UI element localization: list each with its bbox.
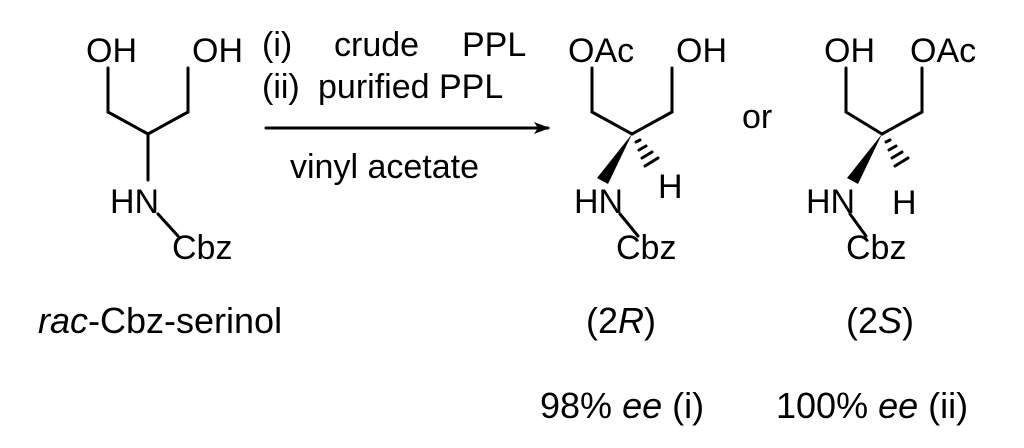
p2s-wedge-bond-ch-n [847, 134, 882, 184]
sm-nh-label: HN [110, 183, 159, 221]
p2s-bond-ch2-ch-left [844, 110, 884, 136]
product-2r-ee: 98% ee (i) [540, 385, 704, 426]
product-2r-structure: OAc OH HN H Cbz [568, 32, 727, 267]
reagent-step-i-enzyme: PPL [462, 26, 526, 64]
product-2s-structure: OH OAc HN H Cbz [806, 32, 976, 267]
p2r-cbz-label: Cbz [616, 229, 676, 267]
p2s-h-label: H [892, 184, 917, 222]
p2s-bond-n-cbz [848, 212, 868, 238]
product-2r-label: (2R) [586, 300, 656, 341]
p2r-wedge-bond-ch-n [597, 134, 632, 184]
reagent-step-ii-number: (ii) [262, 68, 300, 106]
p2s-oh-label: OH [824, 32, 875, 70]
p2s-bond-ch-ch2-right [880, 110, 924, 136]
p2r-oh-label: OH [676, 32, 727, 70]
reagent-step-i-number: (i) [262, 26, 292, 64]
sm-bond-n-cbz [156, 212, 180, 238]
or-connector: or [742, 98, 772, 136]
sm-bond-ch2-ch-left [106, 110, 150, 136]
sm-oh-left-label: OH [86, 32, 137, 70]
reagent-step-i-text: crude [334, 26, 419, 64]
sm-bond-ch-ch2-right [146, 110, 190, 136]
p2s-nh-label: HN [806, 183, 855, 221]
reagent-acyl-donor: vinyl acetate [290, 148, 479, 186]
product-2s-label: (2S) [846, 300, 914, 341]
starting-material-structure: OH OH HN Cbz [86, 32, 243, 267]
sm-oh-right-label: OH [192, 32, 243, 70]
starting-material-name: rac-Cbz-serinol [38, 300, 282, 341]
p2r-bond-n-cbz [618, 212, 640, 238]
p2r-hashed-bond-ch-h [634, 138, 660, 168]
p2s-oac-label: OAc [910, 32, 976, 70]
p2r-oac-label: OAc [568, 32, 634, 70]
reagent-step-ii-text: purified PPL [318, 68, 503, 106]
p2s-hashed-bond-ch-h [884, 138, 910, 168]
p2r-h-label: H [658, 168, 683, 206]
p2s-cbz-label: Cbz [846, 229, 906, 267]
product-2s-ee: 100% ee (ii) [776, 385, 968, 426]
sm-cbz-label: Cbz [172, 229, 232, 267]
p2r-bond-ch-ch2-right [630, 110, 674, 136]
p2r-nh-label: HN [574, 183, 623, 221]
p2r-bond-ch2-ch-left [590, 110, 634, 136]
